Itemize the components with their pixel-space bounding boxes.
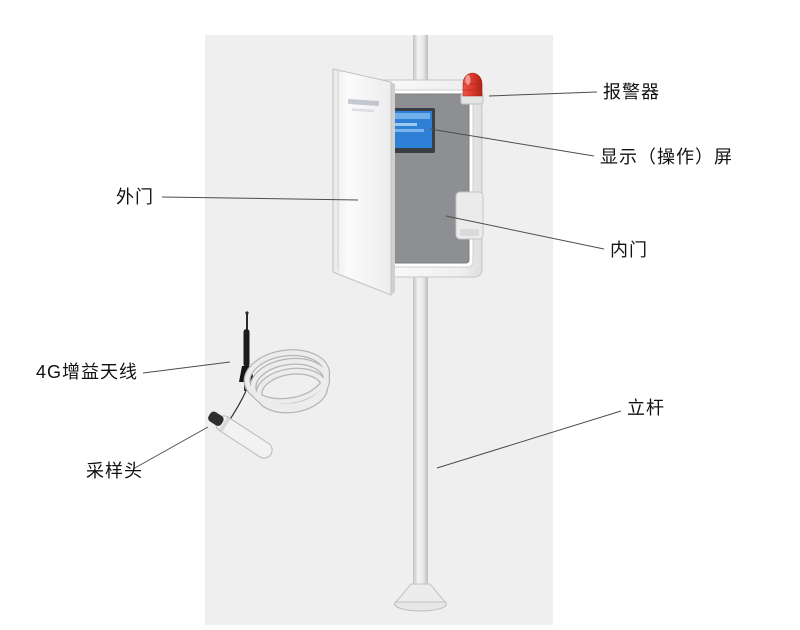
side-box-vent [460,229,479,236]
door-hinge-shadow [391,82,395,295]
antenna-cable-coil [243,349,331,414]
leader-antenna [142,361,231,374]
label-pole: 立杆 [627,398,665,418]
display-screen-line2 [393,129,424,132]
antenna-whip [246,313,248,330]
pole-base [394,583,447,603]
side-box [455,191,484,240]
label-antenna-4g: 4G增益天线 [36,362,139,382]
alarm-beacon-highlight [465,75,471,85]
sampling-head [208,411,273,459]
leader-outer-door [161,196,359,201]
label-sampling-head: 采样头 [86,461,143,481]
leader-inner-door [445,215,605,250]
leader-sampling-head [132,426,209,470]
outer-door [332,68,392,296]
antenna-rod [243,329,250,367]
door-print [347,99,380,107]
label-display-screen: 显示（操作）屏 [600,147,733,167]
leader-display [429,128,595,157]
display-screen-topbar [393,113,430,119]
leader-lines [132,91,622,470]
label-alarm: 报警器 [603,82,660,102]
label-outer-door: 外门 [116,187,154,207]
label-inner-door: 内门 [610,240,648,260]
door-print-2 [351,108,375,113]
display-screen-line1 [393,123,417,126]
leader-alarm [488,91,598,97]
leader-pole [436,410,622,469]
